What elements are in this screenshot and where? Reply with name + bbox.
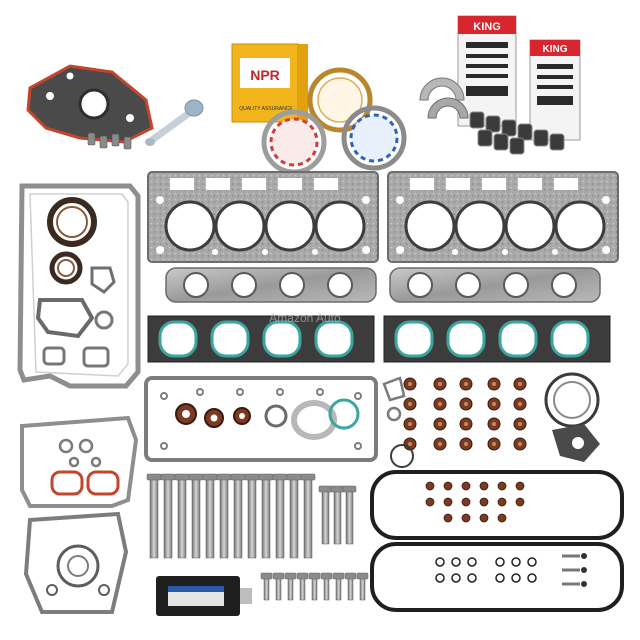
cam-seal-small-1 [175,403,197,425]
watermark: Amazon Auto [269,311,341,325]
valve-stem-seals [382,372,600,468]
timing-cover-gasket-set [20,415,139,614]
spark-plug-tube-seals [425,481,525,523]
head-gasket-right [387,171,619,263]
head-gasket-left [147,171,379,263]
cam-seal-small-3 [233,407,251,425]
exhaust-manifold-gaskets [165,267,601,303]
crossover-gasket-kit [26,64,154,150]
oil-filter-adapter-gaskets [50,470,120,496]
ring-packet-gold [307,67,373,133]
head-bolt-set [146,473,357,559]
oil-pump-oring [291,400,337,440]
ring-packet-red [261,109,327,175]
valley-cover-gasket [144,376,378,462]
npr-box-label: NPR [250,67,280,83]
water-pump-gasket [544,372,600,462]
ring-packet-blue [341,105,407,171]
egr-gasket [382,376,414,468]
timing-cover-seal [328,398,360,430]
pcv-grommets [562,553,587,587]
king-box-label: KING [473,21,501,33]
front-main-seal [49,251,83,285]
intake-manifold-gaskets: Amazon Auto [147,311,611,363]
cam-seal-small-2 [204,408,224,428]
grommet-o-rings [435,557,537,583]
knock-sensor-grommet [264,404,288,428]
rear-main-seal [47,197,97,247]
oil-pan-gasket-set [17,183,141,389]
bearing-shells [419,77,565,155]
npr-box-side-label: QUALITY ASSURANCE [239,106,293,112]
small-bolt-set [260,572,369,601]
piston-ring-set: NPR QUALITY ASSURANCE [231,43,407,175]
dipstick-tube-seal [145,99,204,146]
rtv-sealant-tube [156,576,252,616]
rod-bearing-set: KING [457,15,517,127]
main-bearing-set: KING [529,39,581,141]
king-box-label-2: KING [543,44,568,55]
valve-cover-gaskets [370,470,624,612]
